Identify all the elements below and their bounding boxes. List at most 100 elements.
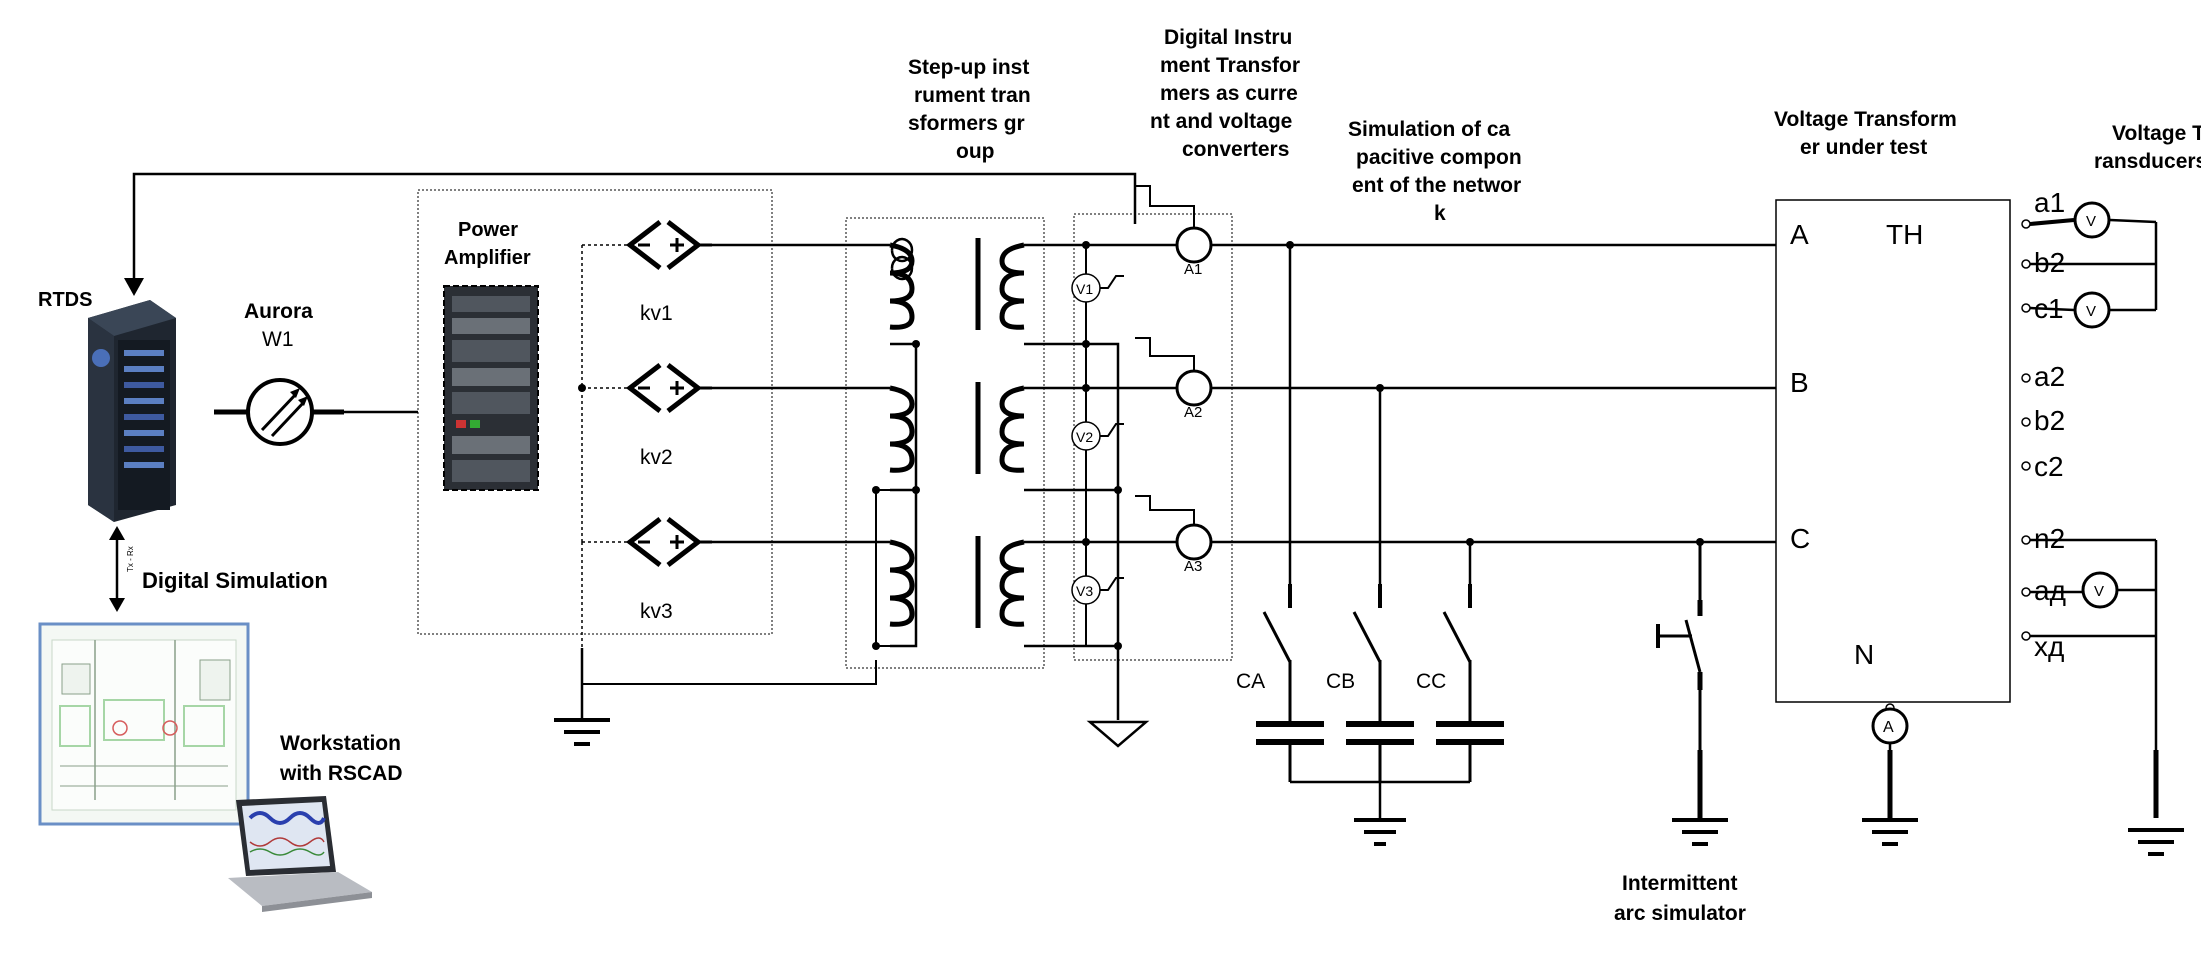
svg-text:b2: b2 xyxy=(2034,247,2065,278)
aurora-label: Aurora xyxy=(244,300,313,323)
cap-sim-labels: Simulation of ca pacitive compon ent of … xyxy=(1348,118,1522,225)
svg-text:V1: V1 xyxy=(1076,281,1093,297)
svg-text:converters: converters xyxy=(1182,138,1289,161)
cap-ground-icon xyxy=(1354,818,1406,846)
svg-text:oup: oup xyxy=(956,140,994,163)
digital-sim-arrow-down xyxy=(109,598,125,612)
svg-text:ent of the networ: ent of the networ xyxy=(1352,174,1521,197)
svg-text:Voltage Transform: Voltage Transform xyxy=(1774,108,1957,131)
svg-text:k: k xyxy=(1434,202,1446,225)
svg-text:Voltage T: Voltage T xyxy=(2112,122,2201,145)
digital-simulation-label: Digital Simulation xyxy=(142,568,328,593)
vt-under-test-box xyxy=(1775,199,2011,703)
stepup-transformer-3 xyxy=(889,536,1025,628)
terminal-c: C xyxy=(1790,523,1810,554)
arc-ground-icon xyxy=(1672,818,1728,846)
transducer-v2-icon: V xyxy=(2073,291,2111,329)
power-amplifier-box xyxy=(417,189,773,635)
stepup-labels: Step-up inst rument tran sformers gr oup xyxy=(908,56,1031,163)
terminal-b: B xyxy=(1790,367,1809,398)
cap-c-label: CC xyxy=(1416,670,1446,693)
svg-text:Step-up inst: Step-up inst xyxy=(908,56,1029,79)
terminal-th: TH xyxy=(1886,219,1923,250)
voltmeter-v1-icon: V1 xyxy=(1071,273,1124,303)
arc-switch-icon xyxy=(1656,542,1703,818)
laptop-icon xyxy=(228,796,372,912)
dit-labels: Digital Instru ment Transfor mers as cur… xyxy=(1150,26,1300,161)
vtrans-labels: Voltage T ransducers xyxy=(2094,122,2201,173)
tvt-ground-icon xyxy=(1862,818,1918,846)
svg-text:c2: c2 xyxy=(2034,451,2064,482)
svg-text:ransducers: ransducers xyxy=(2094,150,2201,173)
svg-text:V: V xyxy=(2086,213,2096,230)
power-amplifier-label-2: Amplifier xyxy=(444,247,531,269)
kv1-label: kv1 xyxy=(640,302,673,325)
kv3-label: kv3 xyxy=(640,600,673,623)
workstation-label-2: with RSCAD xyxy=(279,762,403,785)
terminal-n: N xyxy=(1854,639,1874,670)
rscad-screenshot xyxy=(38,622,250,826)
ammeter-a2-icon xyxy=(1175,369,1213,407)
svg-text:rument tran: rument tran xyxy=(914,84,1031,107)
link-tag: Tx - Rx xyxy=(126,546,135,572)
ammeter-a1-label: A1 xyxy=(1184,261,1202,278)
ammeter-a3-icon xyxy=(1175,523,1213,561)
cap-b-label: CB xyxy=(1326,670,1355,693)
cap-b-icon xyxy=(1346,712,1414,782)
a3-lead xyxy=(1135,495,1195,525)
svg-text:V: V xyxy=(2086,303,2096,320)
stepup-node-1 xyxy=(912,340,920,348)
kv2-source-icon xyxy=(625,363,712,413)
voltmeter-v2-icon: V2 xyxy=(1071,421,1124,451)
svg-text:Digital Instru: Digital Instru xyxy=(1164,26,1292,49)
transducer-ground-icon xyxy=(2128,828,2184,856)
cap-b-switch xyxy=(1352,584,1382,712)
aurora-w1-label: W1 xyxy=(262,328,294,351)
kv2-label: kv2 xyxy=(640,446,673,469)
svg-text:ment Transfor: ment Transfor xyxy=(1160,54,1300,77)
transducer-v1-icon: V xyxy=(2073,201,2111,239)
svg-text:er under test: er under test xyxy=(1800,136,1927,159)
cap-a-label: CA xyxy=(1236,670,1265,693)
amp-node xyxy=(578,384,586,392)
secondary-node-2 xyxy=(1114,486,1122,494)
svg-text:V3: V3 xyxy=(1076,583,1093,599)
secondary-terminals xyxy=(2021,219,2031,641)
stepup-transformer-2 xyxy=(889,382,1025,474)
svg-text:nt and voltage: nt and voltage xyxy=(1150,110,1292,133)
vt-test-labels: Voltage Transform er under test xyxy=(1774,108,1957,159)
stepup-transformer-1 xyxy=(889,237,1025,330)
digital-sim-arrow-up xyxy=(109,526,125,540)
intermittent-label-2: arc simulator xyxy=(1614,902,1746,925)
svg-text:Simulation of ca: Simulation of ca xyxy=(1348,118,1511,141)
svg-text:A: A xyxy=(1883,719,1894,736)
svg-text:n2: n2 xyxy=(2034,523,2065,554)
intermittent-label: Intermittent xyxy=(1622,872,1738,895)
svg-text:pacitive compon: pacitive compon xyxy=(1356,146,1522,169)
feedback-line xyxy=(132,172,1137,282)
stepup-secondary-neutral xyxy=(1024,342,1120,648)
power-amplifier-cabinet xyxy=(443,285,539,491)
rtds-label: RTDS xyxy=(38,289,92,311)
svg-text:V: V xyxy=(2094,583,2104,600)
terminal-a: A xyxy=(1790,219,1809,250)
kv3-source-icon xyxy=(625,517,712,567)
kv1-source-icon xyxy=(625,220,712,270)
ammeter-a2-label: A2 xyxy=(1184,404,1202,421)
cap-c-switch xyxy=(1442,584,1472,712)
cap-c-icon xyxy=(1436,712,1504,782)
svg-text:b2: b2 xyxy=(2034,405,2065,436)
transducer-wiring xyxy=(2029,218,2159,818)
svg-text:V2: V2 xyxy=(1076,429,1093,445)
ammeter-a3-label: A3 xyxy=(1184,558,1202,575)
ammeter-a1-icon xyxy=(1175,226,1213,264)
stepup-node-4 xyxy=(872,642,880,650)
svg-text:a1: a1 xyxy=(2034,187,2065,218)
aurora-meter-icon xyxy=(246,378,314,446)
a2-lead xyxy=(1135,337,1195,371)
a1-lead xyxy=(1135,185,1195,228)
neutral-ammeter-icon: A xyxy=(1871,707,1909,745)
svg-text:sformers gr: sformers gr xyxy=(908,112,1025,135)
cap-a-icon xyxy=(1256,712,1324,782)
